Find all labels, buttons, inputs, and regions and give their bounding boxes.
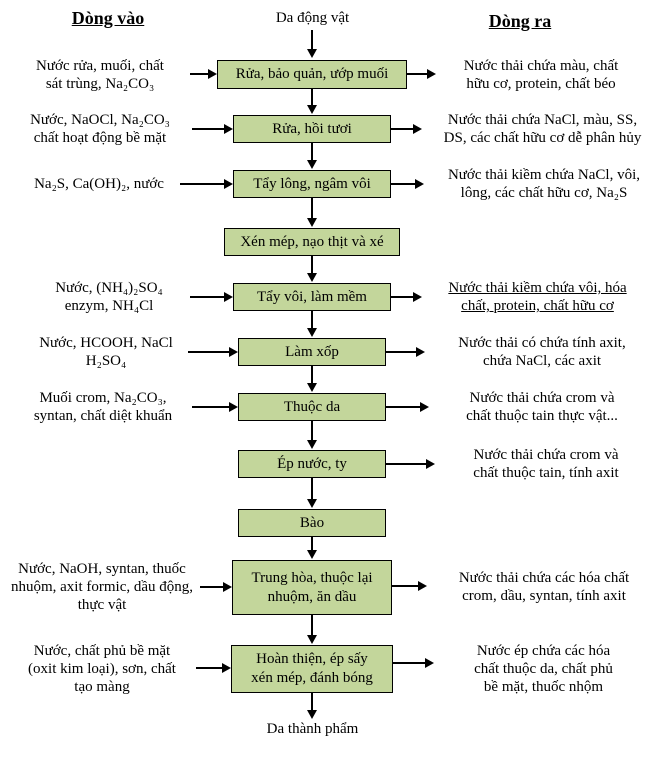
process-box-11: Hoàn thiện, ép sấy xén mép, đánh bóng [231, 645, 393, 693]
process-box-10: Trung hòa, thuộc lại nhuộm, ăn dầu [232, 560, 392, 615]
process-box-5: Tẩy vôi, làm mềm [233, 283, 391, 311]
arrow-output-1 [407, 69, 436, 79]
arrow-down-8-9 [307, 478, 317, 508]
arrow-down-5-6 [307, 311, 317, 337]
arrow-input-10 [200, 582, 232, 592]
process-box-7: Thuộc da [238, 393, 386, 421]
source-node: Da động vật [275, 10, 350, 26]
arrow-down-1-2 [307, 89, 317, 114]
arrow-down-2-3 [307, 143, 317, 169]
arrow-down-9-10 [307, 537, 317, 559]
process-box-3: Tẩy lông, ngâm vôi [233, 170, 391, 198]
output-column-header: Dòng ra [488, 11, 552, 31]
arrow-output-10 [392, 581, 427, 591]
input-column-header: Dòng vào [71, 8, 145, 28]
output-text-6: Nước thải có chứa tính axit, chứa NaCl, … [458, 335, 626, 369]
arrow-input-11 [196, 663, 231, 673]
arrow-down-7-8 [307, 421, 317, 449]
input-text-5: Nước, (NH₄)₂SO₄ enzym, NH₄Cl [55, 280, 163, 314]
process-box-6: Làm xốp [238, 338, 386, 366]
arrow-down-4-5 [307, 256, 317, 282]
input-text-10: Nước, NaOH, syntan, thuốc nhuộm, axit fo… [10, 561, 194, 613]
arrow-input-5 [190, 292, 233, 302]
arrow-output-5 [391, 292, 422, 302]
output-text-7: Nước thải chứa crom và chất thuộc tain t… [466, 390, 618, 424]
arrow-down-source-to-1 [307, 30, 317, 58]
output-text-5: Nước thải kiềm chứa vôi, hóa chất, prote… [448, 280, 627, 314]
arrow-input-3 [180, 179, 233, 189]
arrow-input-1 [190, 69, 217, 79]
arrow-down-6-7 [307, 366, 317, 392]
arrow-input-6 [188, 347, 238, 357]
input-text-1: Nước rửa, muối, chất sát trùng, Na₂CO₃ [36, 58, 164, 92]
output-text-1: Nước thải chứa màu, chất hữu cơ, protein… [463, 58, 619, 92]
process-box-1: Rửa, bảo quản, ướp muối [217, 60, 407, 89]
arrow-output-8 [386, 459, 435, 469]
arrow-output-2 [391, 124, 422, 134]
output-text-10: Nước thải chứa các hóa chất crom, dầu, s… [458, 570, 630, 604]
arrow-down-11-sink [307, 693, 317, 719]
input-text-3: Na₂S, Ca(OH)₂, nước [34, 176, 164, 192]
arrow-down-3-4 [307, 198, 317, 227]
arrow-output-11 [393, 658, 434, 668]
output-text-8: Nước thải chứa crom và chất thuộc tain, … [473, 447, 619, 481]
arrow-input-7 [192, 402, 238, 412]
process-box-8: Ép nước, ty [238, 450, 386, 478]
arrow-input-2 [192, 124, 233, 134]
arrow-output-7 [386, 402, 429, 412]
input-text-7: Muối crom, Na₂CO₃, syntan, chất diệt khu… [33, 390, 173, 424]
input-text-6: Nước, HCOOH, NaCl H₂SO₄ [39, 335, 173, 369]
arrow-output-6 [386, 347, 425, 357]
process-box-2: Rửa, hồi tươi [233, 115, 391, 143]
process-box-4: Xén mép, nạo thịt và xé [224, 228, 400, 256]
output-text-11: Nước ép chứa các hóa chất thuộc da, chất… [474, 643, 613, 695]
arrow-output-3 [391, 179, 424, 189]
sink-node: Da thành phẩm [266, 721, 359, 737]
input-text-11: Nước, chất phủ bề mặt (oxit kim loại), s… [28, 643, 176, 695]
process-box-9: Bào [238, 509, 386, 537]
arrow-down-10-11 [307, 615, 317, 644]
input-text-2: Nước, NaOCl, Na₂CO₃ chất hoạt động bề mặ… [30, 112, 170, 146]
output-text-3: Nước thải kiềm chứa NaCl, vôi, lông, các… [447, 167, 641, 201]
output-text-2: Nước thải chứa NaCl, màu, SS, DS, các ch… [443, 112, 642, 146]
